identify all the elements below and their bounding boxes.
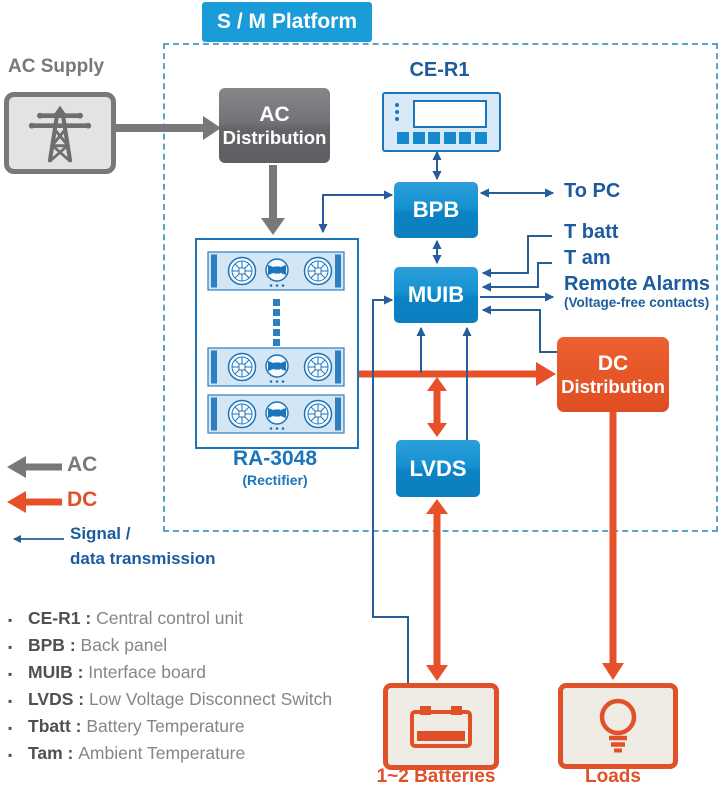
- legend-dc-arrow: [7, 491, 62, 513]
- batteries-block: [383, 683, 499, 770]
- glossary-separator: :: [64, 635, 81, 655]
- bullet-icon: ▪: [8, 721, 13, 735]
- glossary-separator: :: [62, 743, 79, 763]
- bullet-icon: ▪: [8, 694, 13, 708]
- ce-r1-led-icon: [395, 103, 399, 107]
- loads-label: Loads: [585, 766, 641, 787]
- platform-dashed-border: [163, 43, 718, 532]
- rectifier-ellipsis-icon: [273, 299, 280, 346]
- ce-r1-button: [412, 132, 425, 144]
- loads-block: [558, 683, 678, 769]
- ac-distribution-line2: Distribution: [222, 126, 327, 148]
- glossary-list: ▪ CE-R1 : Central control unit ▪ BPB : B…: [8, 606, 332, 768]
- glossary-item: ▪ Tam : Ambient Temperature: [8, 741, 332, 768]
- rectifier-sub-label: (Rectifier): [242, 472, 308, 488]
- glossary-description: Ambient Temperature: [78, 743, 246, 763]
- lvds-block: LVDS: [396, 440, 480, 497]
- glossary-separator: :: [73, 689, 89, 709]
- rectifier-block: [195, 238, 359, 449]
- to-pc-label: To PC: [564, 180, 621, 202]
- bullet-icon: ▪: [8, 748, 13, 762]
- glossary-description: Battery Temperature: [86, 716, 245, 736]
- bullet-icon: ▪: [8, 613, 13, 627]
- dc-distribution-line1: DC: [597, 351, 629, 375]
- t-batt-label: T batt: [564, 221, 619, 243]
- ce-r1-control-unit: [382, 92, 501, 152]
- bpb-block: BPB: [394, 182, 478, 238]
- t-am-label: T am: [564, 247, 611, 269]
- muib-block: MUIB: [394, 267, 478, 323]
- glossary-term: Tam: [28, 743, 63, 763]
- glossary-term: BPB: [28, 635, 65, 655]
- rectifier-module: [207, 251, 345, 291]
- ce-r1-led-icon: [395, 117, 399, 121]
- ac-supply-block: [4, 92, 116, 174]
- transmission-tower-icon: [28, 105, 92, 163]
- dc-distribution-block: DC Distribution: [557, 337, 669, 412]
- bullet-icon: ▪: [8, 640, 13, 654]
- glossary-term: Tbatt: [28, 716, 71, 736]
- glossary-term: LVDS: [28, 689, 74, 709]
- ce-r1-button: [397, 132, 409, 144]
- ce-r1-display: [413, 100, 487, 128]
- ce-r1-button: [443, 132, 456, 144]
- glossary-description: Low Voltage Disconnect Switch: [88, 689, 333, 709]
- ce-r1-button-row: [397, 132, 487, 144]
- voltage-free-contacts-label: (Voltage-free contacts): [564, 295, 710, 310]
- glossary-item: ▪ MUIB : Interface board: [8, 660, 332, 687]
- batteries-label: 1~2 Batteries: [376, 766, 496, 787]
- platform-title: S / M Platform: [202, 2, 372, 42]
- rectifier-name-label: RA-3048: [232, 447, 318, 470]
- light-bulb-icon: [599, 698, 637, 753]
- dc-distribution-line2: Distribution: [561, 375, 665, 397]
- ac-supply-label: AC Supply: [8, 56, 105, 77]
- glossary-item: ▪ BPB : Back panel: [8, 633, 332, 660]
- ce-r1-button: [474, 132, 487, 144]
- legend-signal-label-line2: data transmission: [70, 549, 216, 568]
- glossary-item: ▪ CE-R1 : Central control unit: [8, 606, 332, 633]
- ce-r1-button: [428, 132, 440, 144]
- glossary-item: ▪ LVDS : Low Voltage Disconnect Switch: [8, 687, 332, 714]
- glossary-separator: :: [80, 608, 97, 628]
- ac-distribution-line1: AC: [259, 102, 290, 126]
- rectifier-module: [207, 394, 345, 434]
- ce-r1-button: [459, 132, 471, 144]
- battery-icon: [410, 705, 472, 748]
- legend-ac-label: AC: [67, 453, 98, 476]
- rectifier-module: [207, 347, 345, 387]
- glossary-description: Back panel: [80, 635, 168, 655]
- glossary-separator: :: [72, 662, 89, 682]
- legend-ac-arrow: [7, 456, 62, 478]
- rectifier-modules-icon: [207, 251, 345, 434]
- glossary-item: ▪ Tbatt : Battery Temperature: [8, 714, 332, 741]
- remote-alarms-label: Remote Alarms: [564, 273, 710, 295]
- glossary-separator: :: [70, 716, 87, 736]
- platform-title-text: S / M Platform: [216, 10, 358, 33]
- glossary-term: CE-R1: [28, 608, 81, 628]
- bullet-icon: ▪: [8, 667, 13, 681]
- legend-signal-label-line1: Signal /: [70, 524, 131, 543]
- ce-r1-led-icon: [395, 110, 399, 114]
- glossary-description: Central control unit: [96, 608, 243, 628]
- legend-dc-label: DC: [67, 488, 98, 511]
- glossary-term: MUIB: [28, 662, 73, 682]
- ac-distribution-block: AC Distribution: [219, 88, 330, 163]
- ce-r1-label: CE-R1: [409, 59, 470, 81]
- glossary-description: Interface board: [88, 662, 206, 682]
